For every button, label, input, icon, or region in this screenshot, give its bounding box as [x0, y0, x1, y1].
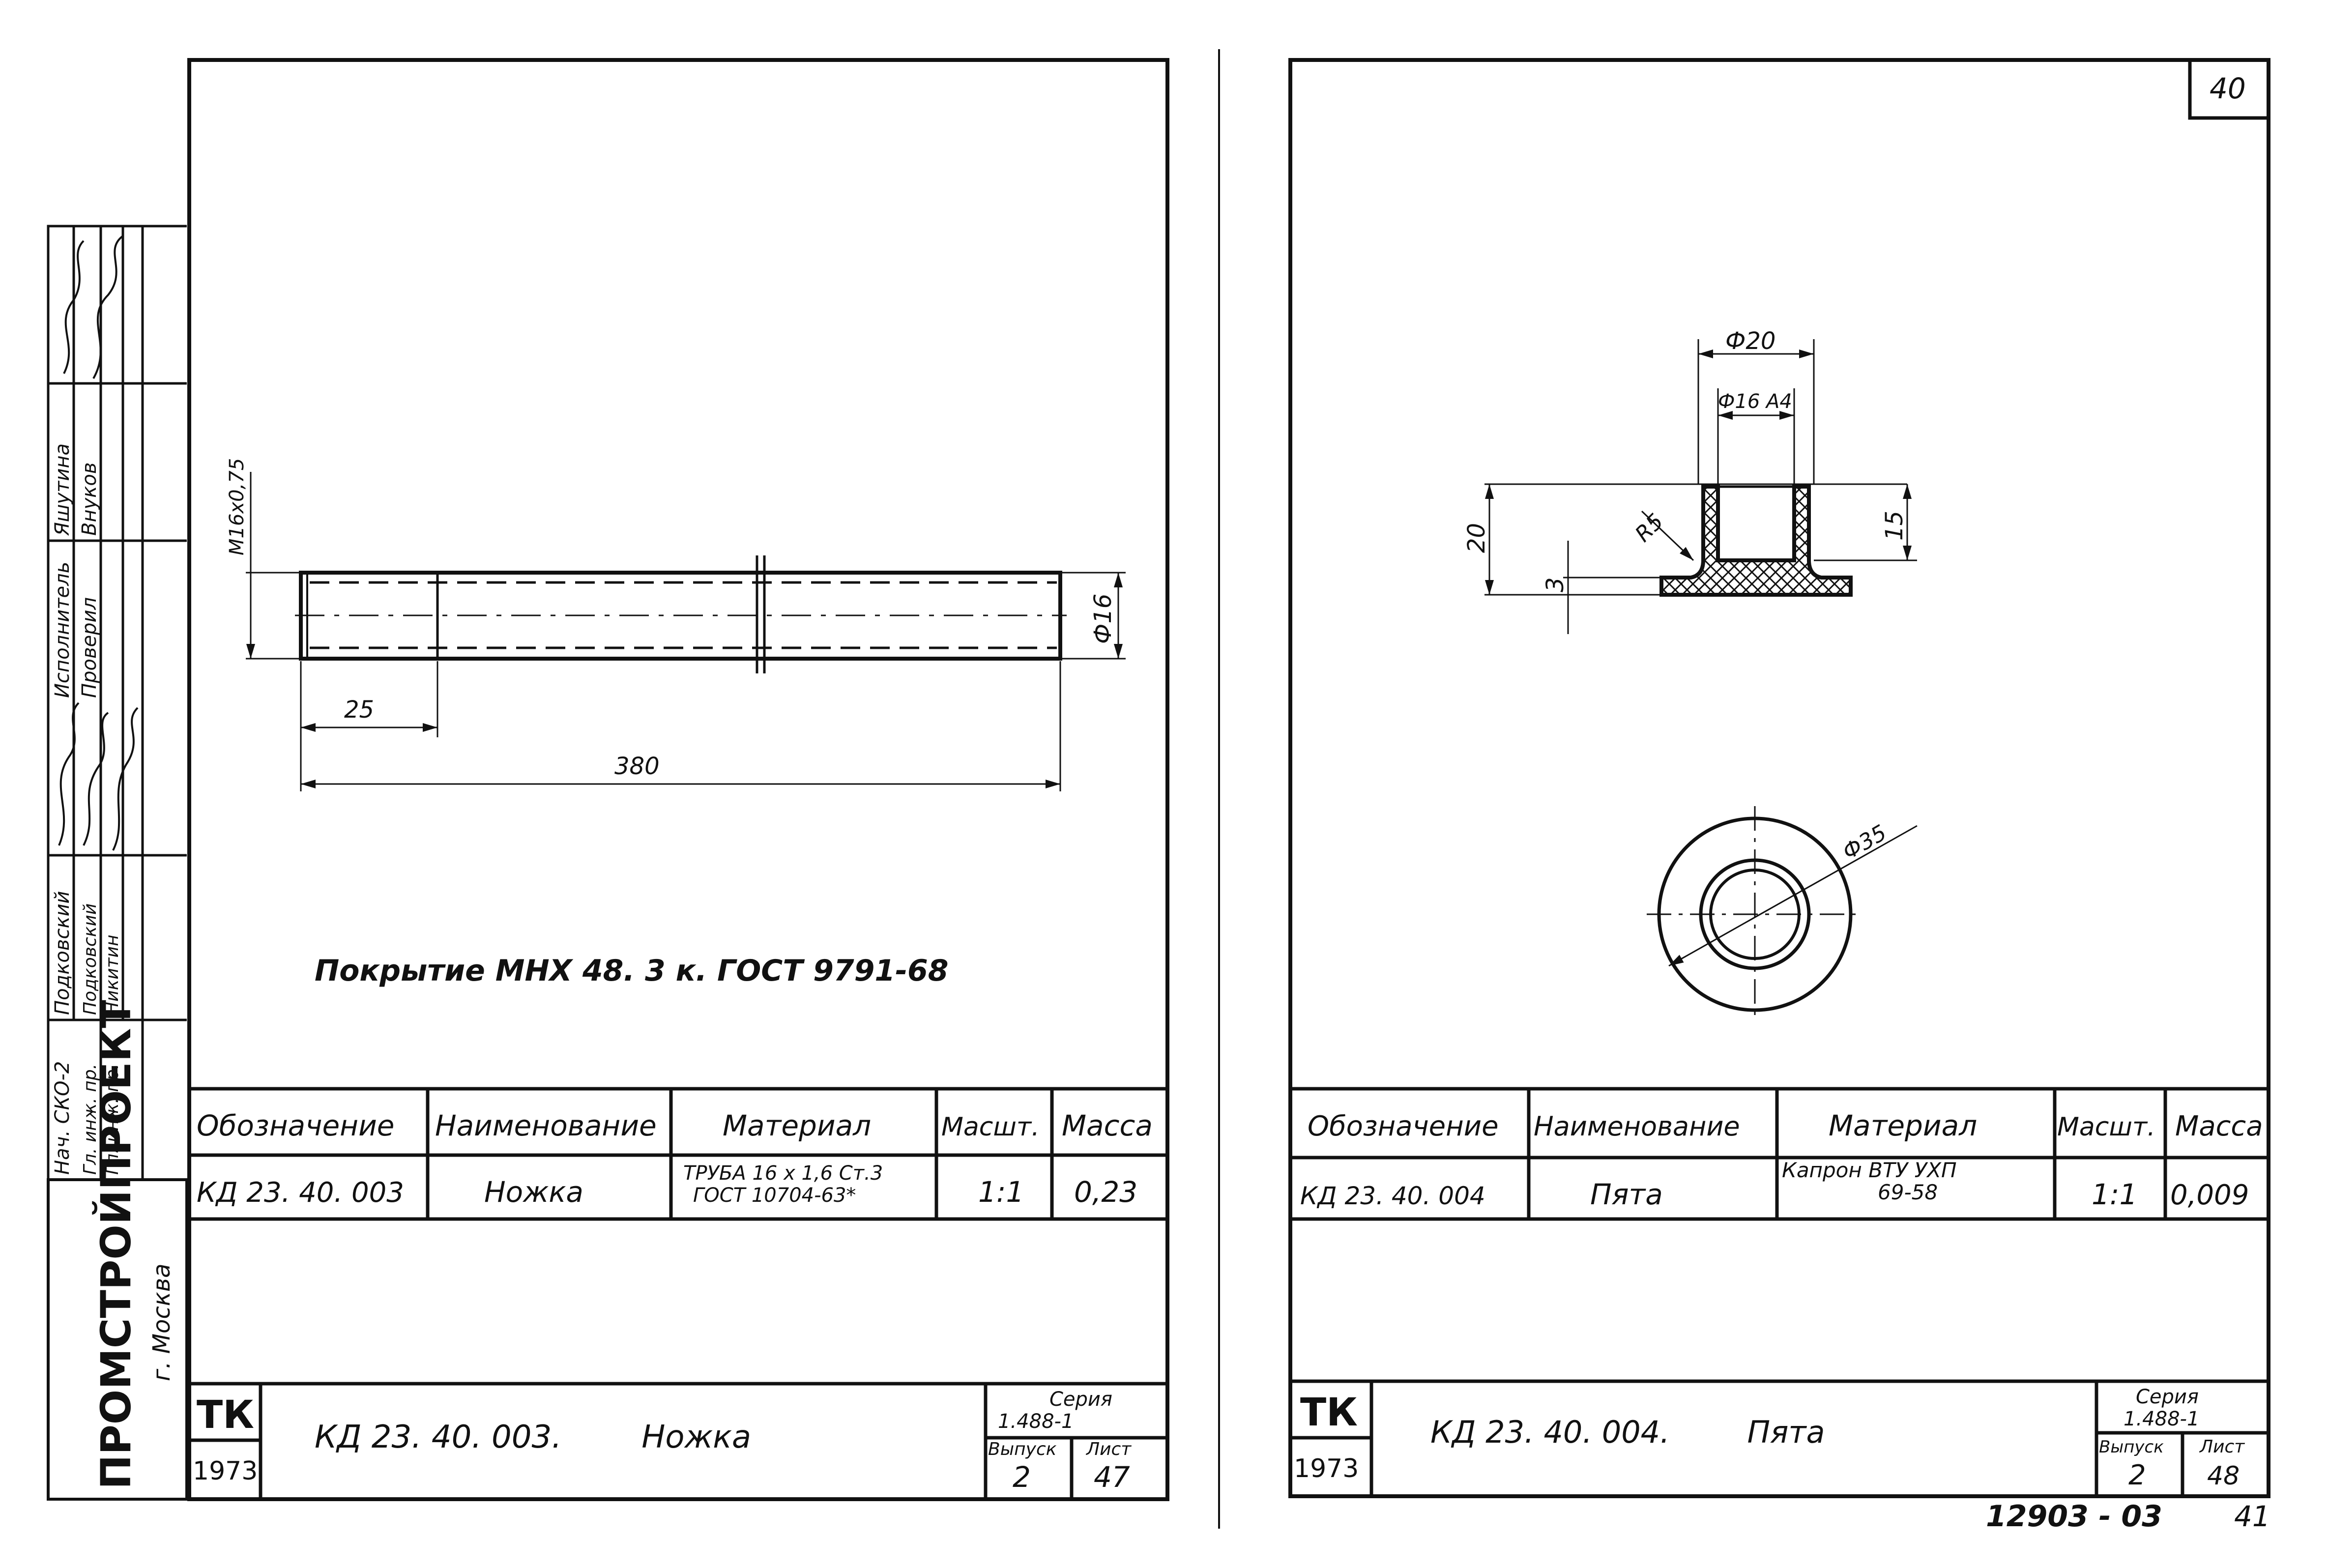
series-label: Серия	[1049, 1388, 1112, 1411]
total-length-label: 380	[614, 753, 660, 780]
stamp-role-1: Нач. СКО-2	[51, 1061, 74, 1175]
spec-header-code: Обозначение	[197, 1109, 394, 1142]
stamp-name-5: Внуков	[78, 463, 101, 536]
dim-flange-thickness: 3	[1542, 577, 1569, 592]
stamp-role-5: Проверил	[78, 597, 101, 698]
side-stamp-city: г. Москва	[148, 1263, 175, 1381]
stamp-name-3: Никитин	[102, 934, 122, 1015]
thread-length-label: 25	[344, 696, 374, 724]
diameter-label: Ф16	[1089, 594, 1117, 644]
corner-number: 40	[2210, 72, 2246, 105]
left-spec-table	[189, 1087, 1167, 1221]
r-spec-scale: 1:1	[2092, 1178, 2137, 1211]
stamp-role-4: Исполнитель	[51, 562, 74, 698]
side-stamp-org: ПРОМСТРОЙПРОЕКТ	[92, 1000, 140, 1489]
r-spec-mass: 0,009	[2170, 1179, 2249, 1211]
sheet-label: Лист	[1085, 1439, 1132, 1459]
page-number: 41	[2234, 1500, 2270, 1533]
heel-section-drawing	[1484, 339, 1917, 634]
stamp-name-2: Подковский	[80, 903, 100, 1015]
spec-header-name: Наименование	[435, 1109, 657, 1142]
dim-outer-top: Ф20	[1725, 327, 1775, 355]
stamp-name-1: Подковский	[51, 891, 74, 1015]
dim-bore: Ф16 А4	[1718, 390, 1792, 413]
dim-flange-diameter: Ф35	[1838, 820, 1891, 865]
r-sheet-label: Лист	[2199, 1437, 2245, 1457]
thread-label: M16x0,75	[226, 458, 248, 555]
r-title-year: 1973	[1294, 1454, 1359, 1483]
r-issue-number: 2	[2128, 1459, 2146, 1491]
r-spec-header-code: Обозначение	[1308, 1110, 1499, 1142]
signatures	[58, 235, 139, 851]
r-spec-header-mass: Масса	[2175, 1110, 2263, 1142]
spec-material-1: ТРУБА 16 x 1,6 Ст.3	[683, 1162, 883, 1185]
dim-radius: R5	[1630, 509, 1668, 547]
coating-note: Покрытие МНХ 48. 3 к. ГОСТ 9791-68	[315, 954, 949, 988]
r-title-text: КД 23. 40. 004. Пята	[1430, 1414, 1825, 1450]
dim-height-total: 20	[1463, 523, 1490, 553]
spec-mass: 0,23	[1074, 1175, 1137, 1209]
spec-header-scale: Масшт.	[941, 1112, 1040, 1142]
r-spec-name: Пята	[1590, 1178, 1663, 1211]
right-spec-table	[1290, 1087, 2269, 1221]
issue-label: Выпуск	[988, 1439, 1057, 1459]
title-year: 1973	[193, 1456, 258, 1486]
leg-part-drawing	[246, 472, 1126, 791]
sheet-number: 47	[1094, 1460, 1130, 1494]
archive-number: 12903 - 03	[1986, 1499, 2162, 1534]
spec-code: КД 23. 40. 003	[197, 1177, 404, 1209]
right-title-block	[1290, 1379, 2269, 1496]
r-spec-material-2: 69-58	[1878, 1180, 1938, 1204]
left-title-block	[189, 1382, 1167, 1499]
right-sheet: 40 Ф20 Ф16 А4 R5 20	[1288, 58, 2270, 1498]
spec-name: Ножка	[484, 1175, 583, 1209]
r-series-label: Серия	[2136, 1386, 2199, 1408]
dim-bore-depth: 15	[1881, 511, 1908, 541]
spec-scale: 1:1	[978, 1175, 1024, 1209]
left-sheet: ПРОМСТРОЙПРОЕКТ г. Москва Нач. СКО-2 Гл.…	[47, 58, 1169, 1501]
issue-number: 2	[1013, 1460, 1031, 1494]
stamp-role-3: Гл. инж. пр.	[102, 1064, 122, 1175]
tk-label: ТК	[197, 1393, 254, 1437]
r-spec-header-material: Материал	[1829, 1109, 1977, 1142]
r-sheet-number: 48	[2207, 1461, 2240, 1491]
stamp-name-4: Яшутина	[51, 443, 74, 536]
r-spec-header-scale: Масшт.	[2057, 1112, 2155, 1142]
title-text: КД 23. 40. 003. Ножка	[315, 1419, 751, 1455]
r-spec-material-1: Капрон ВТУ УХП	[1782, 1158, 1957, 1182]
series-value: 1.488-1	[998, 1410, 1074, 1433]
spec-header-mass: Масса	[1062, 1109, 1153, 1142]
r-tk-label: ТК	[1300, 1391, 1358, 1435]
r-spec-code: КД 23. 40. 004	[1300, 1182, 1485, 1210]
heel-plan-drawing	[1647, 806, 1918, 1022]
r-issue-label: Выпуск	[2099, 1437, 2164, 1457]
spec-material-2: ГОСТ 10704-63*	[693, 1184, 856, 1207]
stamp-role-2: Гл. инж. пр.	[80, 1064, 100, 1175]
spec-header-material: Материал	[723, 1109, 871, 1142]
r-series-value: 1.488-1	[2124, 1408, 2199, 1430]
r-spec-header-name: Наименование	[1534, 1111, 1740, 1142]
